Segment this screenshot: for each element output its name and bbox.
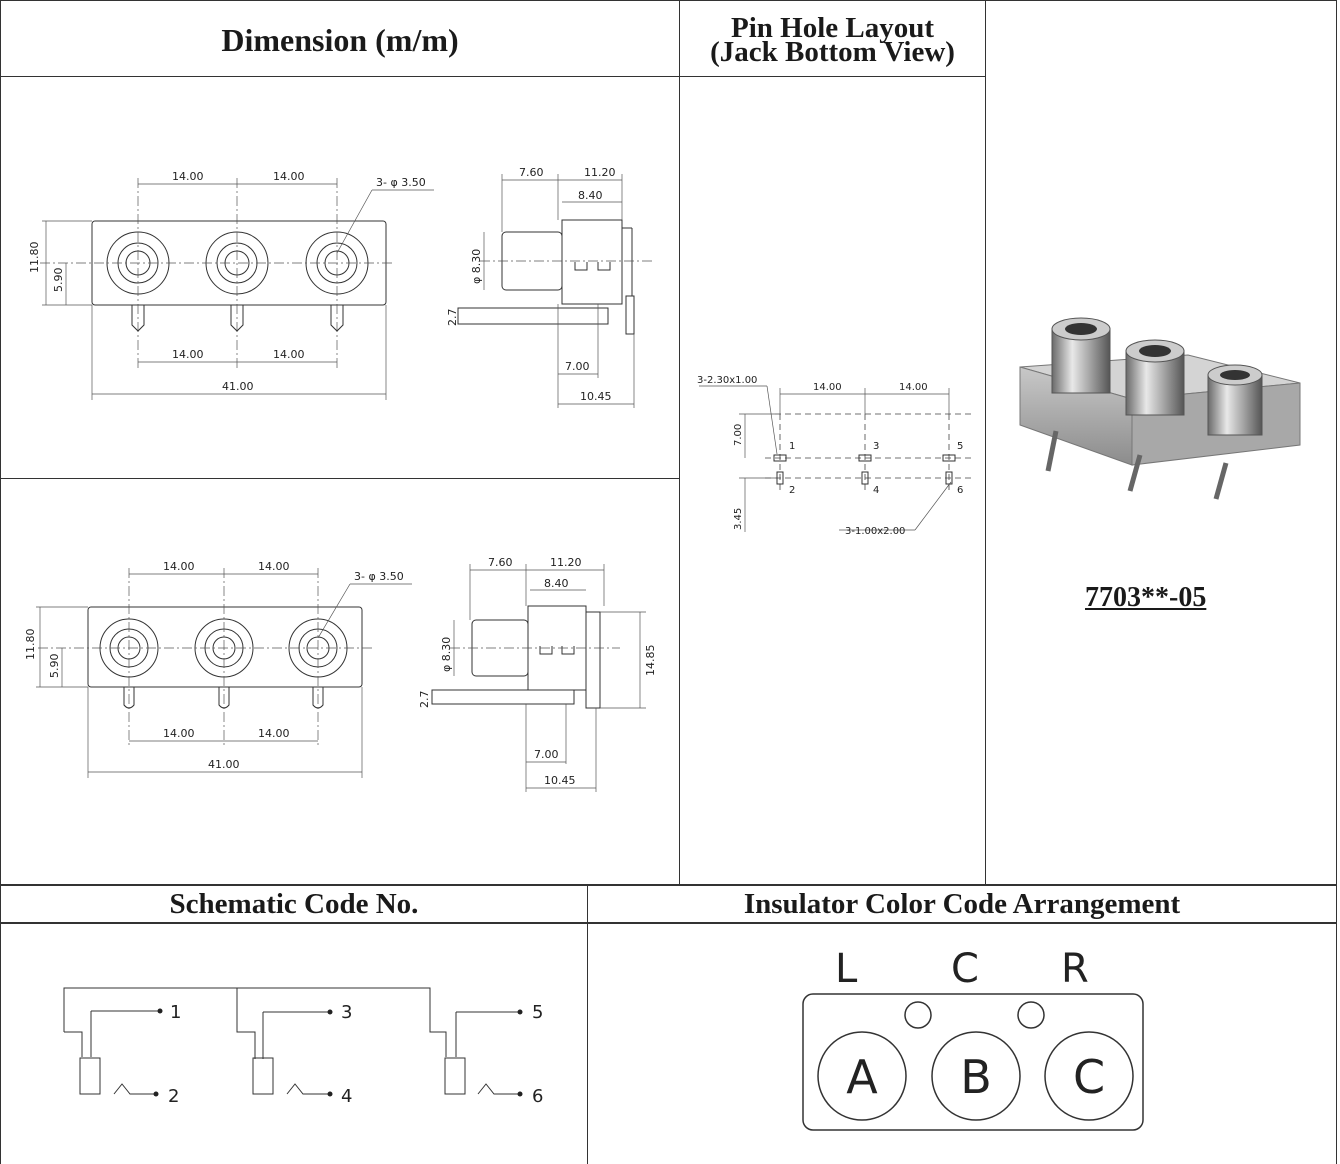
pin-slot-label: 3-2.30x1.00: [697, 375, 757, 386]
top-center: 5.90: [52, 268, 65, 293]
insulator-body: [802, 993, 1144, 1131]
bottom-side-c: 8.40: [544, 577, 569, 590]
insulator-cell: [587, 922, 1337, 1164]
bottom-pin-pitch2: 14.00: [258, 727, 290, 740]
product-photo: [1019, 317, 1301, 500]
pin-slots: [773, 454, 956, 485]
top-dimension-drawing: 14.00 14.00 3- φ 3.50 11.80 5.90 14.00 1…: [28, 166, 655, 408]
top-side-d: 7.00: [565, 360, 590, 373]
top-pitch1: 14.00: [172, 170, 204, 183]
schem-pin-3: 3: [341, 1002, 352, 1023]
bottom-side-b: 11.20: [550, 556, 582, 569]
insulator-circle-b: [931, 1031, 1021, 1121]
insulator-letter-a: A: [846, 1050, 878, 1104]
front-body-2: [87, 606, 363, 688]
top-hole: 3- φ 3.50: [376, 176, 426, 189]
insulator-label-r: R: [1061, 946, 1089, 992]
part-number: 7703**-05: [1085, 582, 1207, 613]
bottom-center: 5.90: [48, 654, 61, 679]
insulator-small-hole-2: [1017, 1001, 1045, 1029]
pin-pitch1: 14.00: [813, 382, 842, 393]
photo-pins: [1045, 430, 1229, 500]
insulator-circle-c: [1044, 1031, 1134, 1121]
top-side-c: 8.40: [578, 189, 603, 202]
dimension-header: Dimension (m/m): [221, 22, 459, 58]
schem-pin-2: 2: [168, 1086, 179, 1107]
front-pins: [131, 305, 344, 332]
insulator-header: Insulator Color Code Arrangement: [743, 888, 1181, 920]
top-side-b: 11.20: [584, 166, 616, 179]
insulator-circle-a: [817, 1031, 907, 1121]
schem-pin-4: 4: [341, 1086, 352, 1107]
pin-hole-label: 3-1.00x2.00: [845, 526, 905, 537]
pin-hole-header: Pin Hole Layout (Jack Bottom View): [679, 6, 986, 74]
insulator-small-hole-1: [904, 1001, 932, 1029]
insulator-diagram: L C R A B C: [802, 946, 1144, 1131]
photo-cell: [985, 0, 1337, 886]
pin-offset: 3.45: [733, 508, 744, 530]
bottom-side-d: 7.00: [534, 748, 559, 761]
pin-num-5: 5: [957, 441, 963, 452]
photo-jacks: [1051, 317, 1263, 436]
top-width: 41.00: [222, 380, 254, 393]
bottom-pitch2: 14.00: [258, 560, 290, 573]
schem-pin-6: 6: [532, 1086, 543, 1107]
bottom-side-dia: φ 8.30: [440, 637, 453, 672]
top-side-e: 10.45: [580, 390, 612, 403]
schem-pin-1: 1: [170, 1002, 181, 1023]
pin-num-2: 2: [789, 485, 795, 496]
top-pin-pitch2: 14.00: [273, 348, 305, 361]
pin-num-1: 1: [789, 441, 795, 452]
bottom-height: 11.80: [24, 629, 37, 661]
bottom-hole: 3- φ 3.50: [354, 570, 404, 583]
front-pins-2: [123, 687, 324, 709]
bottom-dimension-drawing: 14.00 14.00 3- φ 3.50 11.80 5.90 14.00 1…: [24, 556, 657, 792]
pin-hole-layout: 3-2.30x1.00 14.00 14.00 7.00 3.45 3-1.00…: [697, 375, 971, 537]
insulator-letter-b: B: [960, 1050, 992, 1104]
top-pin-pitch1: 14.00: [172, 348, 204, 361]
insulator-header-cell: [587, 884, 1337, 924]
schem-pin-5: 5: [532, 1002, 543, 1023]
pin-row-gap: 7.00: [733, 424, 744, 446]
bottom-side-e: 10.45: [544, 774, 576, 787]
schematic-diagram: 1 2 3 4 5 6: [63, 987, 543, 1107]
bottom-side-a: 7.60: [488, 556, 513, 569]
top-height: 11.80: [28, 242, 41, 274]
bottom-width: 41.00: [208, 758, 240, 771]
pin-num-6: 6: [957, 485, 963, 496]
insulator-label-c: C: [951, 946, 979, 992]
top-side-dia: φ 8.30: [470, 249, 483, 284]
bottom-pin-pitch1: 14.00: [163, 727, 195, 740]
schematic-header: Schematic Code No.: [169, 888, 419, 920]
insulator-label-l: L: [835, 946, 858, 992]
pin-num-4: 4: [873, 485, 879, 496]
bottom-side-h: 14.85: [644, 645, 657, 677]
pin-hole-header-line2: (Jack Bottom View): [710, 36, 955, 68]
top-side-a: 7.60: [519, 166, 544, 179]
pin-num-3: 3: [873, 441, 879, 452]
top-side-t: 2.7: [446, 309, 459, 327]
bottom-side-t: 2.7: [418, 691, 431, 709]
pin-hole-header-line1: Pin Hole Layout: [730, 12, 934, 44]
bottom-pitch1: 14.00: [163, 560, 195, 573]
top-side-view: [457, 174, 655, 408]
pin-pitch2: 14.00: [899, 382, 928, 393]
top-pitch2: 14.00: [273, 170, 305, 183]
insulator-letter-c: C: [1073, 1050, 1105, 1104]
bottom-side-view: [431, 564, 646, 792]
